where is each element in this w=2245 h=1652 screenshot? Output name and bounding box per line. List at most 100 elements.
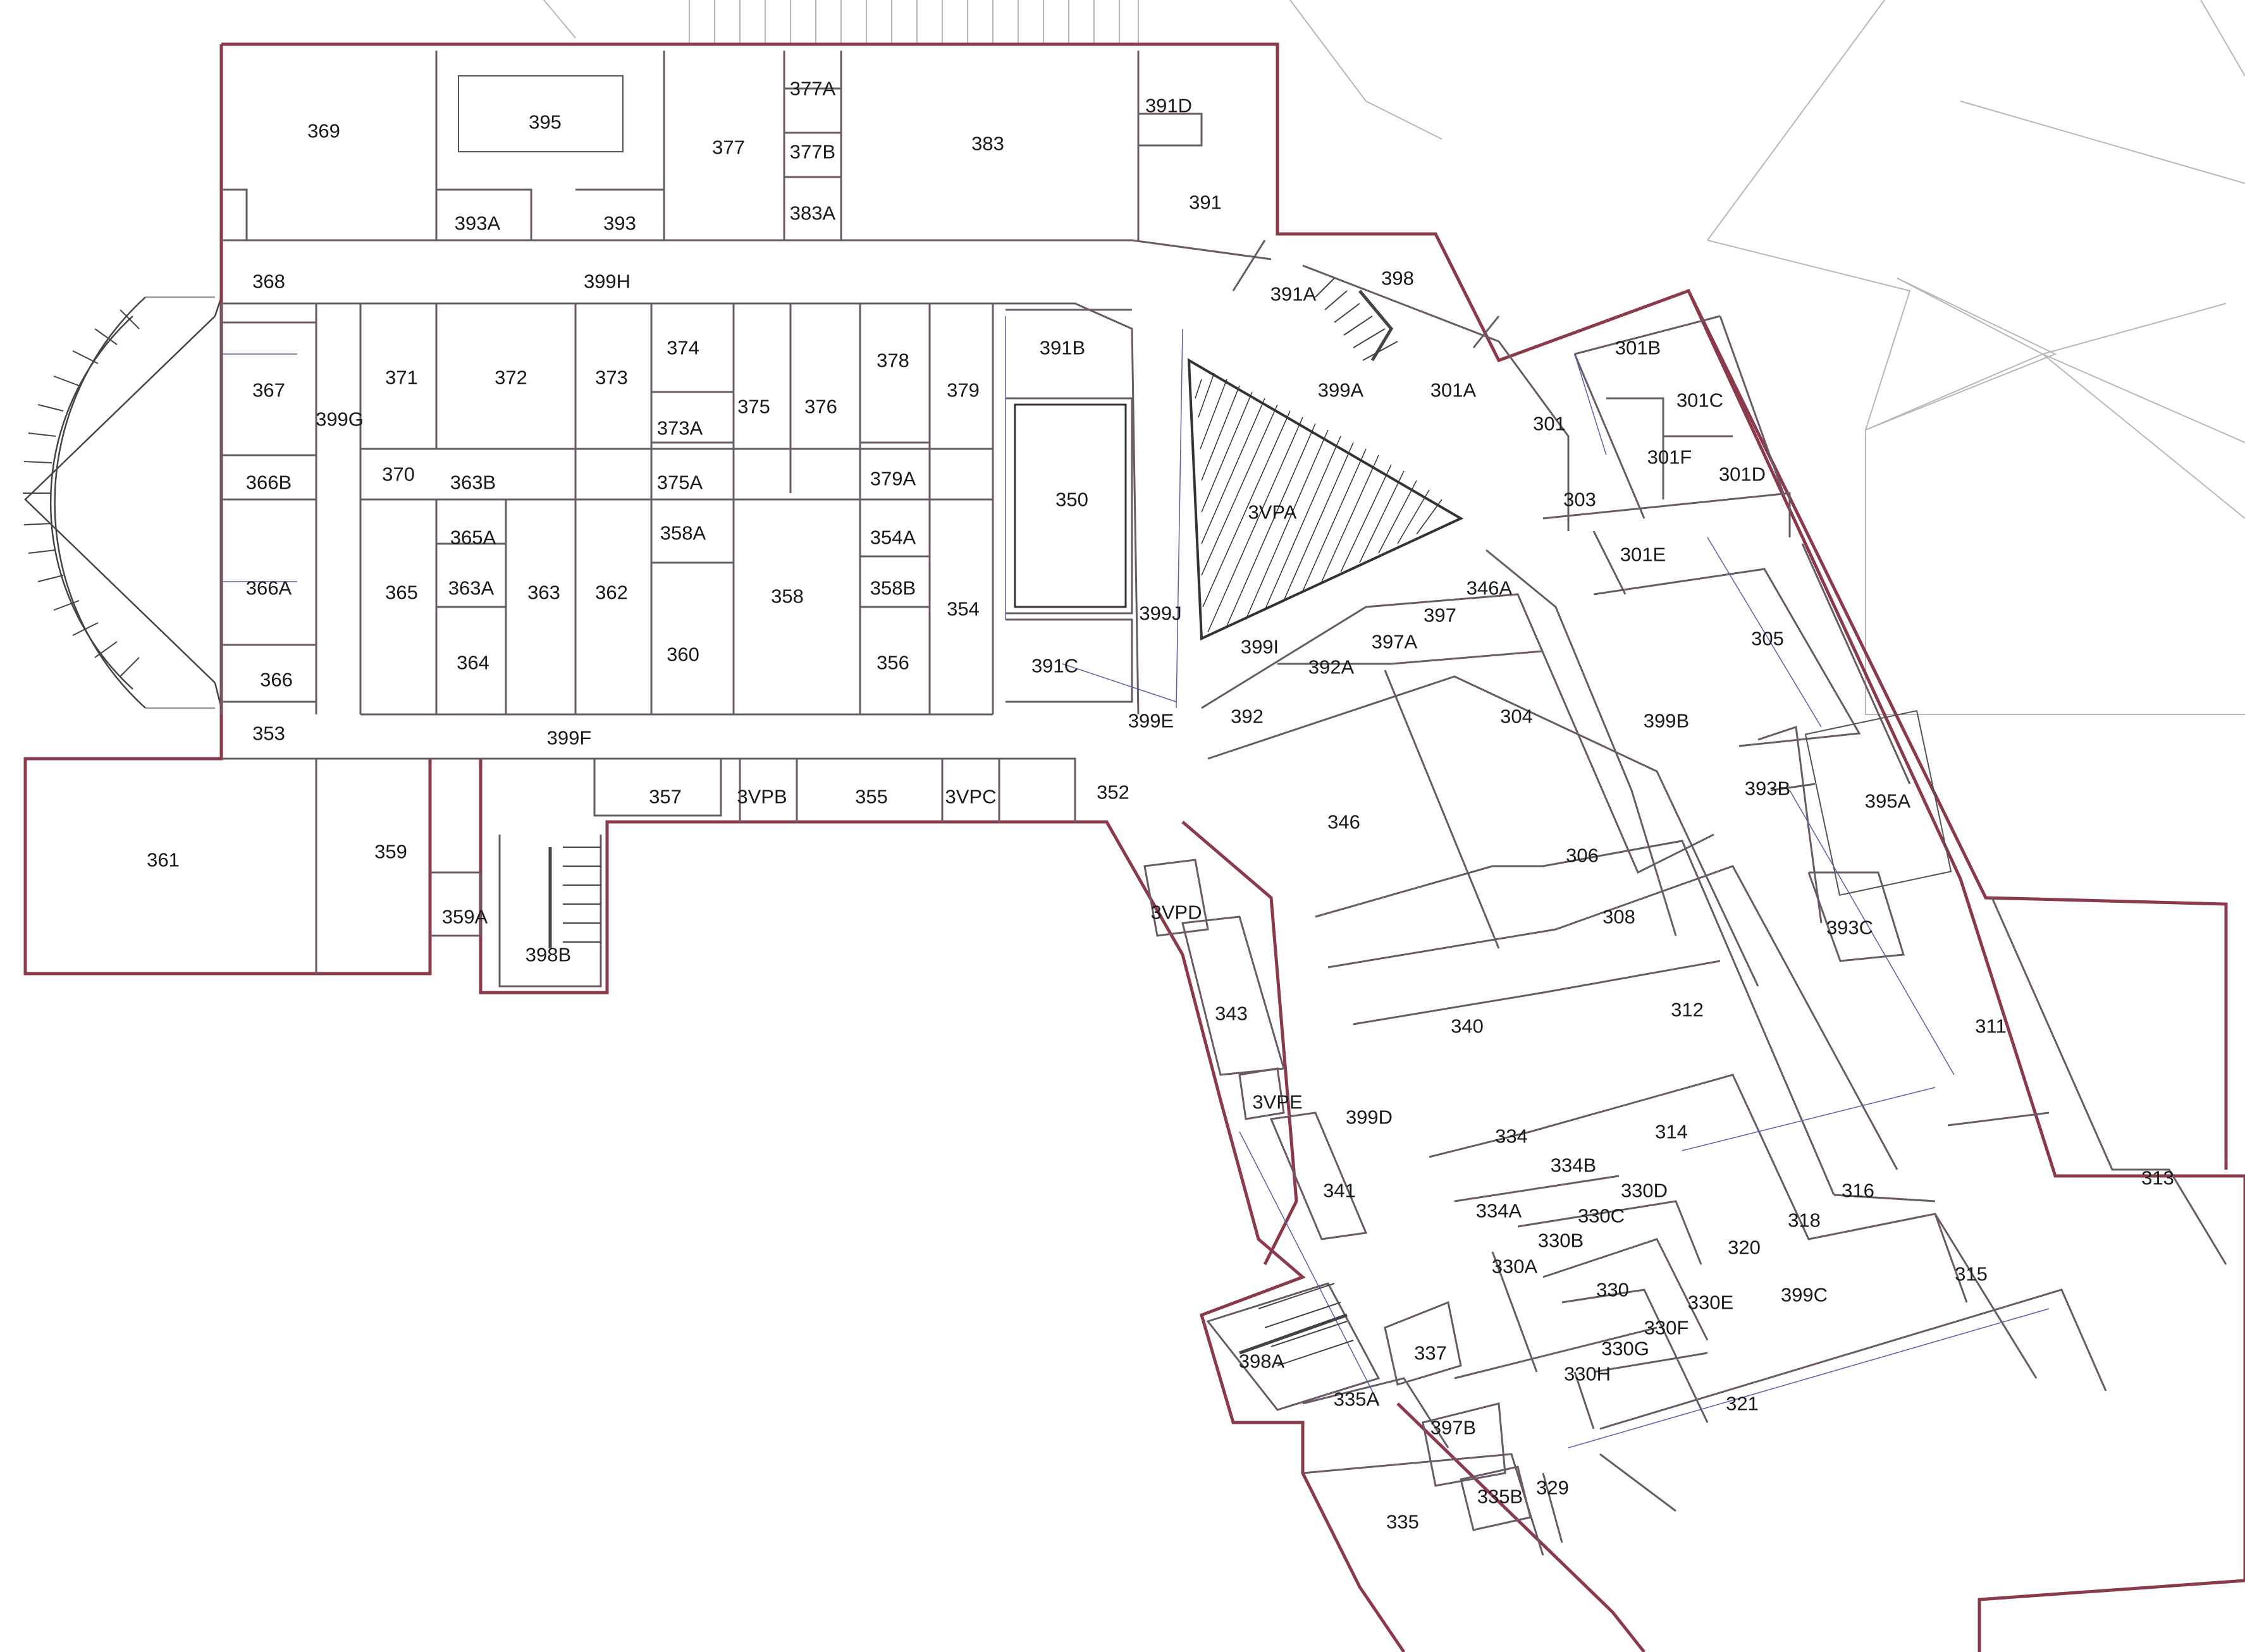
- room-label: 321: [1726, 1393, 1759, 1415]
- room-label: 377: [712, 137, 745, 159]
- room-label: 393C: [1826, 917, 1873, 939]
- room-label: 377A: [790, 78, 836, 100]
- room-label: 341: [1323, 1180, 1356, 1202]
- room-label: 399H: [584, 271, 630, 293]
- room-label: 308: [1602, 906, 1635, 928]
- room-label: 393B: [1745, 778, 1790, 800]
- room-label: 346A: [1467, 577, 1513, 599]
- room-label: 304: [1500, 706, 1533, 728]
- room-label: 372: [495, 367, 527, 389]
- room-label: 391C: [1031, 655, 1078, 677]
- room-label: 399E: [1128, 710, 1174, 732]
- room-label: 301D: [1719, 463, 1766, 486]
- room-label: 360: [667, 644, 699, 666]
- room-label: 375: [737, 396, 770, 418]
- room-label: 379: [947, 379, 980, 401]
- room-label: 397: [1424, 604, 1456, 627]
- room-label: 377B: [790, 141, 835, 163]
- room-label: 330D: [1621, 1180, 1668, 1202]
- room-label: 357: [649, 786, 682, 808]
- room-label: 335: [1386, 1511, 1419, 1533]
- room-label: 329: [1536, 1477, 1569, 1499]
- room-label: 362: [595, 582, 628, 604]
- room-label: 398: [1381, 267, 1414, 290]
- room-label: 301A: [1430, 379, 1477, 401]
- room-label: 301F: [1647, 446, 1692, 468]
- room-label: 3VPD: [1151, 902, 1202, 924]
- room-label: 330B: [1538, 1230, 1584, 1252]
- room-label: 334: [1495, 1125, 1528, 1147]
- room-label: 301: [1533, 413, 1566, 435]
- room-label: 370: [382, 463, 415, 486]
- room-label: 340: [1451, 1015, 1484, 1037]
- room-label: 330A: [1492, 1256, 1538, 1278]
- room-label: 364: [457, 652, 489, 674]
- room-label: 358A: [660, 522, 706, 544]
- room-label: 350: [1055, 489, 1088, 511]
- room-label: 354A: [870, 527, 916, 549]
- room-label: 330F: [1644, 1317, 1689, 1339]
- room-label: 399A: [1318, 379, 1364, 401]
- room-label: 391D: [1145, 95, 1192, 117]
- room-label: 399D: [1346, 1106, 1393, 1129]
- room-label: 391: [1189, 192, 1222, 214]
- room-label: 373: [595, 367, 628, 389]
- room-label: 355: [855, 786, 888, 808]
- room-label: 3VPE: [1252, 1091, 1302, 1113]
- room-label: 343: [1215, 1003, 1248, 1025]
- room-label: 306: [1566, 845, 1599, 867]
- room-label: 337: [1414, 1342, 1447, 1364]
- room-label: 392: [1231, 706, 1264, 728]
- room-label: 330G: [1601, 1338, 1649, 1360]
- room-label: 358: [771, 585, 804, 608]
- room-label: 383A: [790, 202, 836, 224]
- room-label: 378: [876, 350, 909, 372]
- room-label: 330H: [1564, 1363, 1611, 1385]
- room-label: 399I: [1241, 636, 1279, 658]
- room-label: 365: [385, 582, 418, 604]
- room-label: 366: [260, 669, 293, 691]
- room-label: 315: [1955, 1263, 1988, 1285]
- room-label: 316: [1842, 1180, 1874, 1202]
- room-label: 330: [1596, 1279, 1629, 1301]
- room-label: 353: [252, 723, 285, 745]
- room-label: 398B: [526, 944, 571, 966]
- curved-canopy: [23, 296, 223, 709]
- room-label: 330C: [1578, 1205, 1625, 1227]
- room-label: 311: [1975, 1015, 2006, 1037]
- room-label: 366B: [246, 472, 292, 494]
- room-label: 392A: [1308, 656, 1355, 678]
- room-label: 399F: [547, 727, 592, 749]
- room-label: 365A: [450, 527, 496, 549]
- room-label: 399J: [1139, 603, 1181, 625]
- partition-lines: [221, 316, 2050, 1448]
- room-label: 358B: [870, 577, 916, 599]
- room-label: 363B: [450, 472, 496, 494]
- room-labels: 369 395 377 377A 377B 383 391D 391 383A …: [147, 78, 2174, 1533]
- room-label: 366A: [246, 577, 292, 599]
- room-label: 320: [1728, 1237, 1761, 1259]
- room-label: 371: [385, 367, 418, 389]
- room-label: 312: [1671, 999, 1704, 1021]
- room-label: 314: [1655, 1121, 1688, 1143]
- room-label: 3VPB: [737, 786, 787, 808]
- room-label: 379A: [870, 468, 916, 490]
- site-context-lines: [543, 0, 2245, 715]
- room-label: 334B: [1551, 1154, 1596, 1177]
- room-label: 363: [527, 582, 560, 604]
- room-label: 356: [876, 652, 909, 674]
- room-label: 399C: [1781, 1284, 1828, 1306]
- room-label: 313: [2141, 1167, 2174, 1189]
- stairs: [548, 278, 1398, 1366]
- room-label: 303: [1563, 489, 1596, 511]
- room-label: 399G: [316, 408, 364, 431]
- room-label: 3VPA: [1248, 501, 1297, 523]
- room-label: 376: [804, 396, 837, 418]
- room-label: 373A: [657, 417, 703, 439]
- room-label: 393A: [455, 212, 501, 235]
- room-label: 352: [1097, 781, 1129, 804]
- room-label: 398A: [1239, 1350, 1285, 1373]
- room-label: 3VPC: [945, 786, 997, 808]
- interior-walls: [220, 51, 2227, 1556]
